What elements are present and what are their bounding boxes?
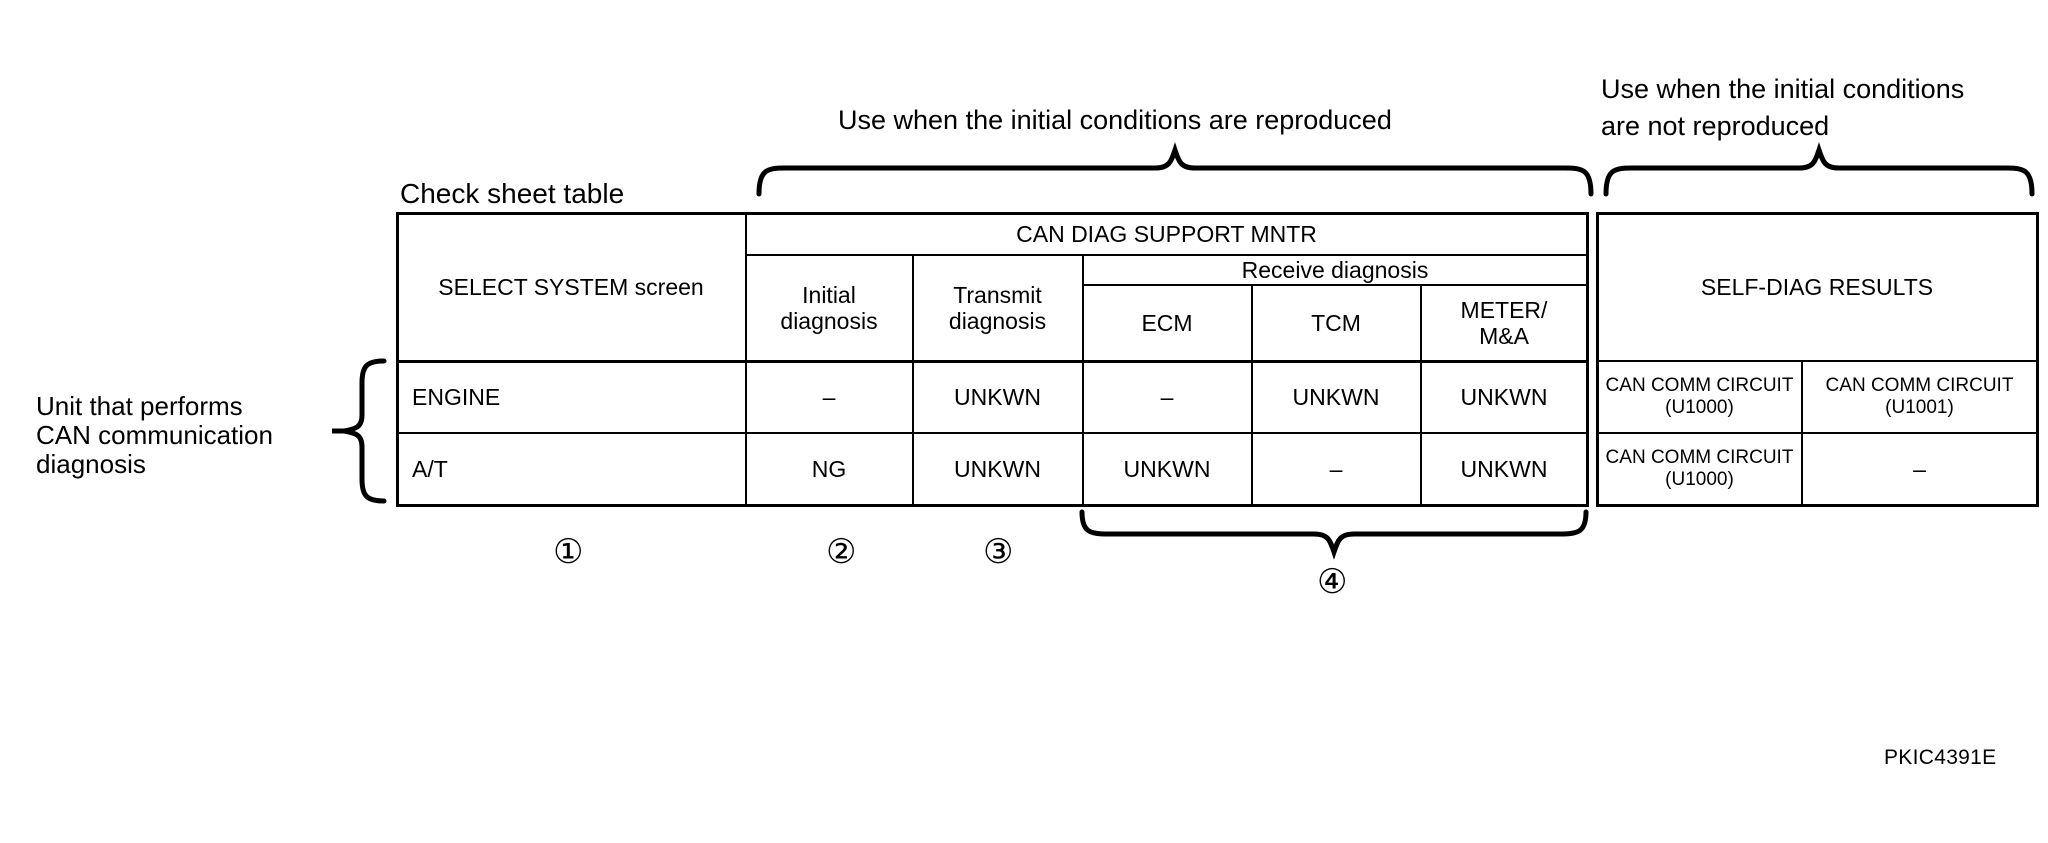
header-initial-diagnosis-line2: diagnosis: [780, 307, 878, 334]
cell-engine-receive-tcm: UNKWN: [1292, 384, 1380, 410]
cell-at-self-diag-1-line2: (U1000): [1665, 469, 1734, 490]
cell-engine-self-diag-1: CAN COMM CIRCUIT (U1000): [1598, 362, 1801, 432]
header-meter-ma: METER/ M&A: [1422, 286, 1586, 359]
cell-engine-receive-meter-ma: UNKWN: [1460, 384, 1548, 410]
cell-at-receive-ecm: UNKWN: [1123, 456, 1211, 482]
header-transmit-diagnosis-line1: Transmit: [953, 281, 1042, 308]
cell-engine-initial-diagnosis: –: [822, 384, 836, 410]
cell-engine-self-diag-2: CAN COMM CIRCUIT (U1001): [1803, 362, 2036, 432]
header-receive-diagnosis: Receive diagnosis: [1241, 257, 1429, 283]
cell-at-receive-tcm: –: [1329, 456, 1343, 482]
header-meter-ma-line2: M&A: [1479, 322, 1529, 349]
annotation-conditions-not-reproduced: Use when the initial conditions are not …: [1601, 71, 2031, 145]
header-meter-ma-line1: METER/: [1460, 296, 1548, 323]
header-initial-diagnosis-line1: Initial: [802, 281, 856, 308]
callout-marker-3: ③: [983, 533, 1014, 571]
brace-left-rows: [332, 358, 387, 504]
cell-at-self-diag-1-line1: CAN COMM CIRCUIT: [1605, 447, 1794, 468]
cell-at-initial-diagnosis: NG: [811, 456, 847, 482]
cell-engine-transmit-diagnosis: UNKWN: [954, 384, 1041, 410]
header-can-diag-support-mntr: CAN DIAG SUPPORT MNTR: [1016, 221, 1317, 247]
figure-caption: Check sheet table: [400, 178, 625, 209]
brace-top-reproduced: [756, 142, 1594, 197]
cell-at-transmit-diagnosis: UNKWN: [954, 456, 1041, 482]
annotation-left-line3: diagnosis: [36, 449, 146, 479]
annotation-left-line1: Unit that performs: [36, 391, 243, 421]
annotation-not-reproduced-line2: are not reproduced: [1601, 111, 1830, 141]
header-transmit-diagnosis-line2: diagnosis: [948, 307, 1047, 334]
cell-engine-self-diag-2-line1: CAN COMM CIRCUIT: [1825, 375, 2014, 396]
brace-top-not-reproduced: [1603, 142, 2035, 197]
header-select-system-screen: SELECT SYSTEM screen: [438, 273, 704, 300]
callout-marker-4: ④: [1317, 563, 1348, 601]
cell-engine-self-diag-1-line1: CAN COMM CIRCUIT: [1605, 375, 1794, 396]
cell-engine-receive-ecm: –: [1160, 384, 1174, 410]
cell-at-self-diag-1: CAN COMM CIRCUIT (U1000): [1598, 434, 1801, 504]
cell-engine-self-diag-2-line2: (U1001): [1885, 397, 1954, 418]
figure-reference-code: PKIC4391E: [1884, 746, 1997, 769]
cell-at-self-diag-2: –: [1913, 456, 1926, 482]
header-tcm: TCM: [1311, 309, 1361, 336]
header-self-diag-results: SELF-DIAG RESULTS: [1700, 273, 1934, 300]
callout-marker-2: ②: [826, 533, 857, 571]
annotation-unit-performs-can-diagnosis: Unit that performs CAN communication dia…: [36, 392, 336, 479]
cell-at-receive-meter-ma: UNKWN: [1460, 456, 1548, 482]
header-initial-diagnosis: Initial diagnosis: [747, 256, 911, 359]
callout-marker-1: ①: [553, 533, 584, 571]
annotation-conditions-reproduced: Use when the initial conditions are repr…: [838, 105, 1392, 135]
table-row: ENGINE: [412, 384, 501, 410]
table-row: A/T: [412, 456, 448, 482]
cell-engine-self-diag-1-line2: (U1000): [1665, 397, 1734, 418]
brace-bottom-receive-diagnosis: [1079, 509, 1589, 560]
header-ecm: ECM: [1141, 309, 1193, 336]
annotation-not-reproduced-line1: Use when the initial conditions: [1601, 74, 1965, 104]
header-transmit-diagnosis: Transmit diagnosis: [914, 256, 1081, 359]
annotation-left-line2: CAN communication: [36, 420, 273, 450]
